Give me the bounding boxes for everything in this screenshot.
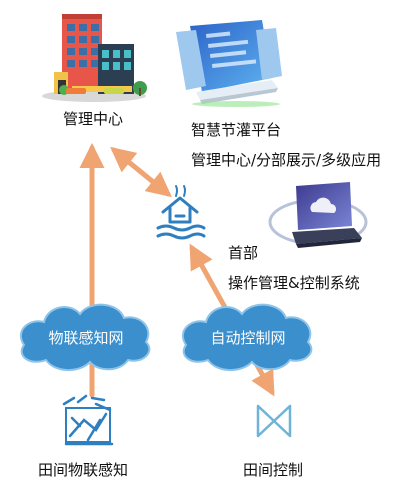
head-label: 首部 [228,244,259,262]
valve-icon [256,404,292,438]
laptop-cloud-icon [268,182,368,248]
arrow-center-pump [110,146,172,198]
cloud-iot-label: 物联感知网 [48,329,123,347]
field-sensing-label: 田间物联感知 [38,461,129,479]
platform-title: 智慧节灌平台 [191,121,282,139]
field-sensor-icon [62,394,114,446]
cloud-iot [19,303,151,371]
pump-house-icon [156,185,206,240]
platform-subtitle: 管理中心/分部展示/多级应用 [191,151,382,169]
cloud-auto [181,303,313,371]
head-subtitle: 操作管理&控制系统 [228,274,360,292]
office-building-icon [42,14,147,102]
center-label: 管理中心 [63,110,124,128]
dashboard-screen-icon [176,20,282,107]
cloud-auto-label: 自动控制网 [210,329,285,347]
field-control-label: 田间控制 [243,461,304,479]
